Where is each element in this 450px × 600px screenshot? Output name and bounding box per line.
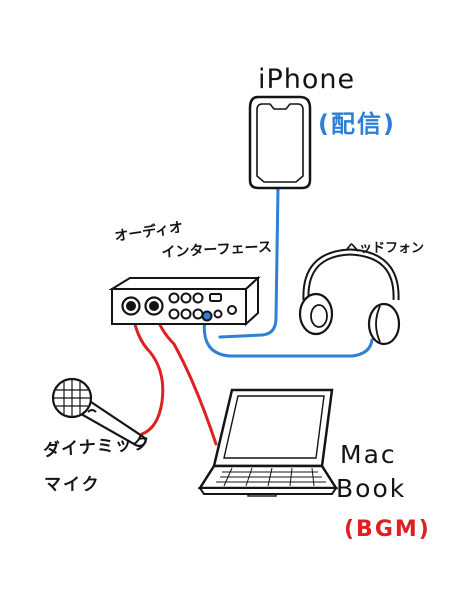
macbook-role-label: (BGM) (344, 517, 431, 542)
smartphone-icon (248, 95, 312, 190)
audio-interface-icon (108, 275, 261, 327)
mic-label-line2: マイク (44, 475, 101, 495)
macbook-cable (153, 310, 218, 446)
macbook-label-line1: Mac (340, 440, 397, 469)
macbook-label-line2: Book (336, 474, 407, 503)
mic-cable (130, 308, 165, 436)
iphone-label: iPhone (258, 64, 356, 95)
microphone-icon (51, 377, 147, 448)
headphone-cable (202, 316, 374, 358)
iphone-role-label: (配信) (318, 110, 396, 138)
headphones-icon (298, 248, 401, 346)
laptop-icon (197, 388, 339, 497)
headphone-label: ヘッドフォン (346, 241, 425, 256)
iphone-cable (218, 186, 280, 339)
